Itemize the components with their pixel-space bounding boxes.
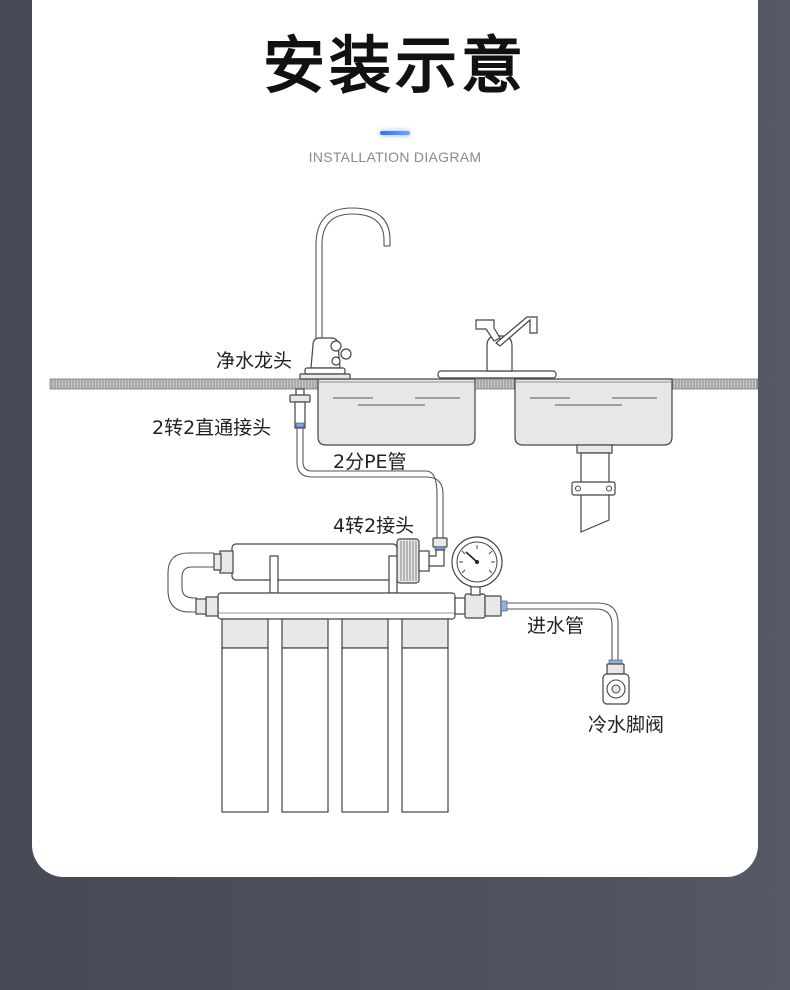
straight-connector xyxy=(289,388,311,429)
label-straight-connector: 2转2直通接头 xyxy=(152,417,271,439)
filter-manifold xyxy=(195,592,456,620)
filter-cartridge xyxy=(401,618,449,813)
pressure-gauge xyxy=(451,536,503,588)
label-inlet-pipe: 进水管 xyxy=(527,615,584,637)
label-reducer-connector: 4转2接头 xyxy=(333,515,414,537)
drain-pipe xyxy=(571,444,616,533)
page-title: 安装示意 xyxy=(262,29,527,102)
page-subtitle: INSTALLATION DIAGRAM xyxy=(308,149,482,165)
inlet-pipe xyxy=(507,602,619,662)
pe-tube xyxy=(296,428,444,540)
label-angle-valve: 冷水脚阀 xyxy=(588,714,664,736)
sink-basin-right xyxy=(514,378,673,446)
label-faucet: 净水龙头 xyxy=(216,350,292,372)
label-pe-tube: 2分PE管 xyxy=(333,451,407,473)
reducer-connector xyxy=(428,537,448,567)
u-connecting-pipe xyxy=(167,552,214,613)
accent-bar xyxy=(380,131,410,135)
kitchen-mixer-faucet xyxy=(437,316,557,379)
filter-cartridge xyxy=(281,618,329,813)
purified-water-faucet xyxy=(299,207,391,380)
filter-cartridge xyxy=(221,618,269,813)
sink-basin-left xyxy=(317,378,476,446)
inlet-tee-fitting xyxy=(454,584,508,619)
filter-cartridges xyxy=(221,618,449,813)
filter-cartridge xyxy=(341,618,389,813)
cold-water-angle-valve xyxy=(602,659,630,705)
